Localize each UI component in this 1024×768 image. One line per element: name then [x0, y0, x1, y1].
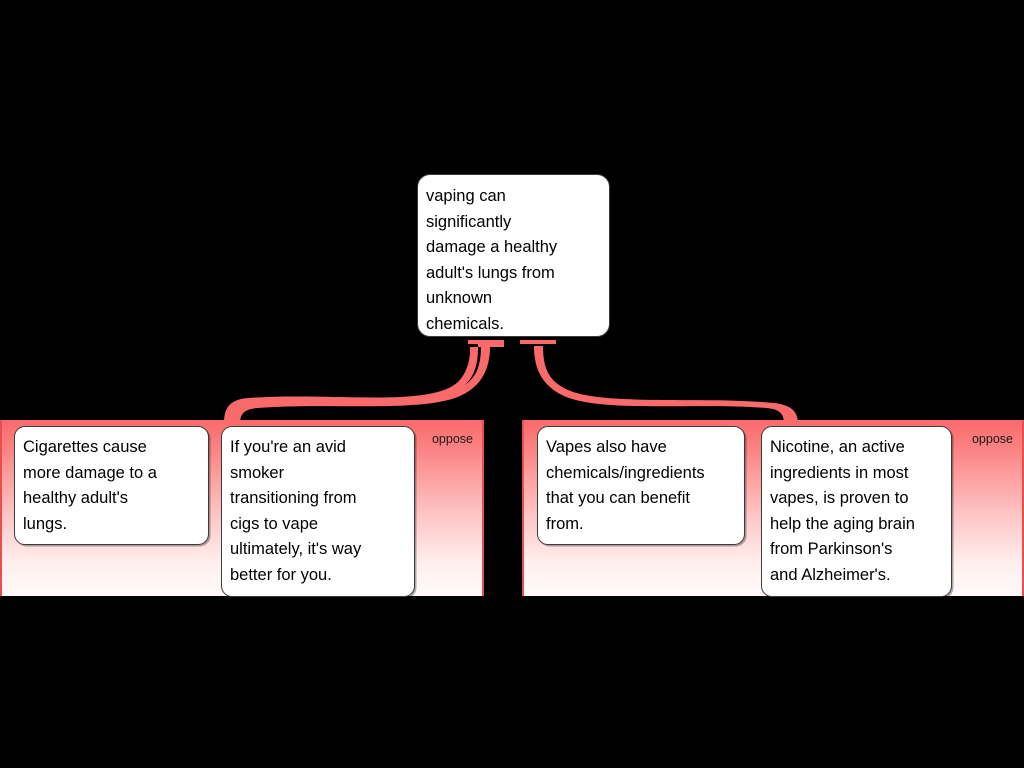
relation-label-oppose-right: oppose: [971, 432, 1013, 446]
premise-card-text: Cigarettes cause more damage to a health…: [23, 438, 157, 533]
premise-card[interactable]: Cigarettes cause more damage to a health…: [14, 426, 209, 545]
premise-card-text: If you're an avid smoker transitioning f…: [230, 438, 362, 584]
connector-stub-left: [468, 340, 504, 344]
premise-card-text: Vapes also have chemicals/ingredients th…: [546, 438, 705, 533]
root-claim-text: vaping can significantly damage a health…: [426, 187, 558, 333]
connector-stub-right: [520, 340, 556, 344]
connector-edge-right: [534, 346, 798, 424]
premise-card-text: Nicotine, an active ingredients in most …: [770, 438, 915, 584]
premise-card[interactable]: Nicotine, an active ingredients in most …: [761, 426, 952, 597]
connector-band-left: [226, 346, 490, 424]
premise-card[interactable]: Vapes also have chemicals/ingredients th…: [537, 426, 745, 545]
connector-edge-left: [224, 341, 504, 423]
premise-card[interactable]: If you're an avid smoker transitioning f…: [221, 426, 415, 597]
root-claim-node[interactable]: vaping can significantly damage a health…: [417, 174, 610, 337]
relation-label-oppose-left: oppose: [431, 432, 473, 446]
